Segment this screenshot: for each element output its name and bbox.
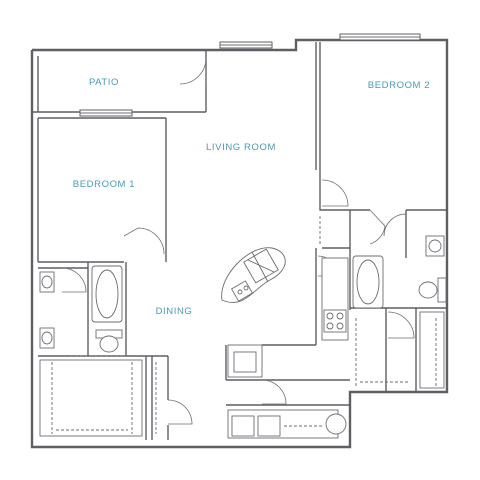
outer-walls — [30, 38, 449, 449]
toilet-icon — [95, 329, 123, 353]
interior-walls — [32, 42, 447, 440]
bathtub-icon — [91, 265, 123, 323]
sink-icon — [39, 271, 55, 293]
room-label-bedroom-1: BEDROOM 1 — [73, 179, 135, 190]
washer-icon — [231, 415, 255, 437]
closets — [39, 311, 445, 437]
water-heater-icon — [325, 413, 347, 435]
laundry — [227, 409, 347, 439]
room-label-patio: PATIO — [89, 77, 119, 88]
sink-icon — [39, 327, 55, 349]
bathtub-icon — [352, 255, 384, 309]
windows — [79, 33, 421, 117]
room-label-living-room: LIVING ROOM — [206, 142, 276, 153]
bath-2-fixtures — [352, 235, 447, 309]
kitchen-island — [221, 247, 286, 303]
kitchen — [221, 247, 349, 378]
toilet-icon — [418, 277, 447, 303]
dryer-icon — [257, 415, 281, 437]
stove-icon — [323, 309, 347, 333]
room-label-dining: DINING — [156, 306, 193, 317]
window-bedroom-2 — [339, 33, 421, 41]
room-label-bedroom-2: BEDROOM 2 — [368, 80, 430, 91]
window-bedroom-1 — [79, 109, 133, 117]
bath-1-fixtures — [39, 265, 123, 353]
window-living-room — [219, 41, 273, 49]
sink-icon — [230, 280, 254, 302]
sink-icon — [425, 235, 445, 257]
room-labels: PATIO LIVING ROOM BEDROOM 1 BEDROOM 2 DI… — [73, 77, 430, 317]
